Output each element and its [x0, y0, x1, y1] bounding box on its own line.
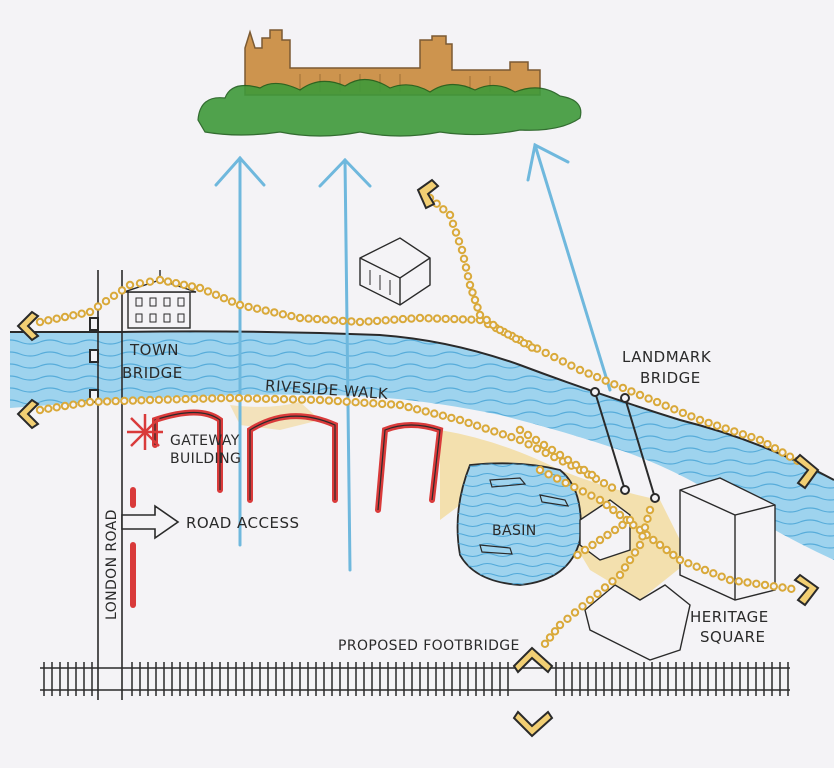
basin-label: BASIN	[492, 523, 537, 539]
heritage-square-label-1: HERITAGE	[690, 608, 769, 626]
gateway-label-2: BUILDING	[170, 451, 241, 467]
road-access-label: ROAD ACCESS	[186, 514, 300, 532]
heritage-square-label-2: SQUARE	[700, 628, 765, 646]
railway	[40, 662, 790, 696]
road-access-arrow	[121, 504, 180, 540]
town-bridge-label-2: BRIDGE	[122, 364, 183, 382]
town-bridge-label-1: TOWN	[129, 341, 179, 359]
basin	[456, 462, 582, 586]
building-icon	[359, 237, 431, 306]
london-road	[97, 270, 123, 700]
landmark-bridge-label-2: BRIDGE	[640, 369, 701, 387]
cathedral-icon	[197, 29, 582, 137]
landmark-bridge	[590, 387, 660, 503]
starburst-icon	[127, 414, 163, 450]
footbridge-label: PROPOSED FOOTBRIDGE	[338, 638, 520, 654]
town-bridge	[89, 317, 99, 403]
chevron-icon	[16, 178, 820, 738]
house-icon	[123, 270, 197, 329]
london-road-label: LONDON ROAD	[104, 509, 120, 620]
landmark-bridge-label-1: LANDMARK	[622, 348, 712, 366]
view-lines	[214, 142, 612, 572]
footpaths	[35, 193, 802, 648]
gateway-label-1: GATEWAY	[170, 433, 240, 449]
